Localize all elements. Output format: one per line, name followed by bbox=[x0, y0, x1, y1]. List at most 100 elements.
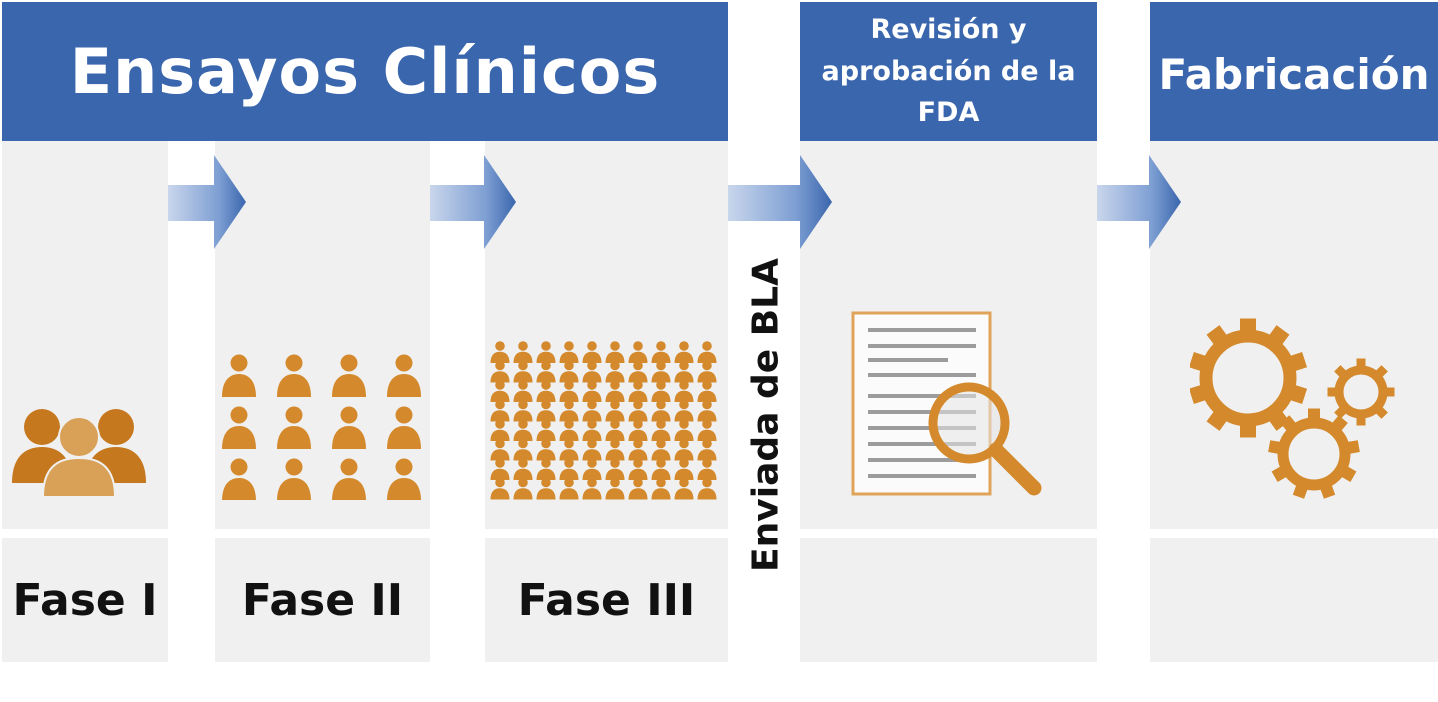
person-icon bbox=[490, 438, 510, 461]
person-icon bbox=[536, 380, 556, 402]
person-icon bbox=[651, 341, 671, 363]
person-icon bbox=[277, 354, 311, 397]
person-icon bbox=[582, 458, 602, 480]
manufacturing-bottom-panel bbox=[1150, 538, 1438, 662]
person-icon bbox=[605, 360, 625, 383]
person-icon bbox=[490, 399, 510, 422]
person-icon bbox=[651, 380, 671, 402]
person-icon bbox=[605, 341, 625, 363]
person-icon bbox=[582, 399, 602, 422]
person-icon bbox=[697, 458, 717, 480]
person-icon bbox=[559, 380, 579, 402]
person-icon bbox=[697, 380, 717, 402]
clinical-trials-header: Ensayos Clínicos bbox=[2, 2, 728, 141]
person-icon bbox=[513, 477, 533, 500]
large-gear-icon bbox=[1190, 318, 1308, 438]
person-icon bbox=[605, 477, 625, 500]
phase1-label-panel: Fase I bbox=[2, 538, 168, 662]
person-icon bbox=[582, 360, 602, 383]
person-icon bbox=[513, 399, 533, 422]
person-icon bbox=[536, 360, 556, 383]
person-icon bbox=[674, 458, 694, 480]
medium-gear-icon bbox=[1268, 408, 1360, 499]
person-icon bbox=[513, 341, 533, 363]
fda-review-header: Revisión y aprobación de la FDA bbox=[800, 2, 1097, 141]
phase2-label-panel: Fase II bbox=[215, 538, 430, 662]
manufacturing-panel bbox=[1150, 141, 1438, 529]
person-icon bbox=[536, 399, 556, 422]
person-icon bbox=[697, 399, 717, 422]
person-icon bbox=[697, 360, 717, 383]
person-icon bbox=[277, 406, 311, 449]
person-icon bbox=[490, 419, 510, 441]
person-icon bbox=[332, 458, 366, 500]
person-icon bbox=[582, 380, 602, 402]
person-icon bbox=[536, 458, 556, 480]
person-icon bbox=[490, 341, 510, 363]
small-gear-icon bbox=[1327, 358, 1395, 426]
arrow-icon bbox=[1097, 155, 1181, 249]
person-icon bbox=[674, 380, 694, 402]
arrow-icon bbox=[430, 155, 516, 249]
person-icon bbox=[513, 419, 533, 441]
person-icon bbox=[513, 458, 533, 480]
person-icon bbox=[582, 419, 602, 441]
document-magnifier-icon bbox=[851, 311, 1042, 496]
person-icon bbox=[222, 406, 256, 449]
person-icon bbox=[222, 354, 256, 397]
phase1-label: Fase I bbox=[12, 574, 158, 626]
person-icon bbox=[628, 380, 648, 402]
person-icon bbox=[387, 406, 421, 449]
person-icon bbox=[628, 360, 648, 383]
people-grid-icon bbox=[222, 354, 421, 500]
person-icon bbox=[513, 380, 533, 402]
person-icon bbox=[651, 360, 671, 383]
person-icon bbox=[674, 360, 694, 383]
person-icon bbox=[628, 458, 648, 480]
person-icon bbox=[628, 399, 648, 422]
person-icon bbox=[277, 458, 311, 500]
person-icon bbox=[605, 399, 625, 422]
person-icon bbox=[490, 458, 510, 480]
person-icon bbox=[582, 477, 602, 500]
person-icon bbox=[651, 419, 671, 441]
person-icon bbox=[222, 458, 256, 500]
person-icon bbox=[559, 458, 579, 480]
person-icon bbox=[651, 399, 671, 422]
person-icon bbox=[490, 380, 510, 402]
person-icon bbox=[582, 341, 602, 363]
person-icon bbox=[332, 406, 366, 449]
phase3-label: Fase III bbox=[517, 574, 696, 626]
person-icon bbox=[674, 477, 694, 500]
person-icon bbox=[628, 477, 648, 500]
person-icon bbox=[490, 477, 510, 500]
person-icon bbox=[605, 380, 625, 402]
person-icon bbox=[536, 341, 556, 363]
person-icon bbox=[559, 341, 579, 363]
person-icon bbox=[628, 438, 648, 461]
phase2-label: Fase II bbox=[241, 574, 404, 626]
arrow-icon bbox=[728, 155, 832, 249]
person-icon bbox=[697, 419, 717, 441]
person-icon bbox=[628, 419, 648, 441]
person-icon bbox=[559, 360, 579, 383]
person-icon bbox=[674, 399, 694, 422]
gears-icon bbox=[1190, 318, 1395, 499]
person-icon bbox=[559, 419, 579, 441]
person-icon bbox=[559, 477, 579, 500]
person-icon bbox=[674, 438, 694, 461]
person-icon bbox=[605, 438, 625, 461]
person-icon bbox=[536, 438, 556, 461]
manufacturing-title: Fabricación bbox=[1158, 50, 1430, 99]
bla-label: Enviada de BLA bbox=[745, 258, 787, 572]
phase3-label-panel: Fase III bbox=[485, 538, 728, 662]
person-icon bbox=[536, 477, 556, 500]
person-icon bbox=[605, 419, 625, 441]
fda-review-bottom-panel bbox=[800, 538, 1097, 662]
person-icon bbox=[559, 399, 579, 422]
group-people-icon bbox=[12, 409, 146, 497]
arrow-icon bbox=[168, 155, 246, 249]
person-icon bbox=[536, 419, 556, 441]
person-icon bbox=[651, 438, 671, 461]
person-icon bbox=[674, 419, 694, 441]
